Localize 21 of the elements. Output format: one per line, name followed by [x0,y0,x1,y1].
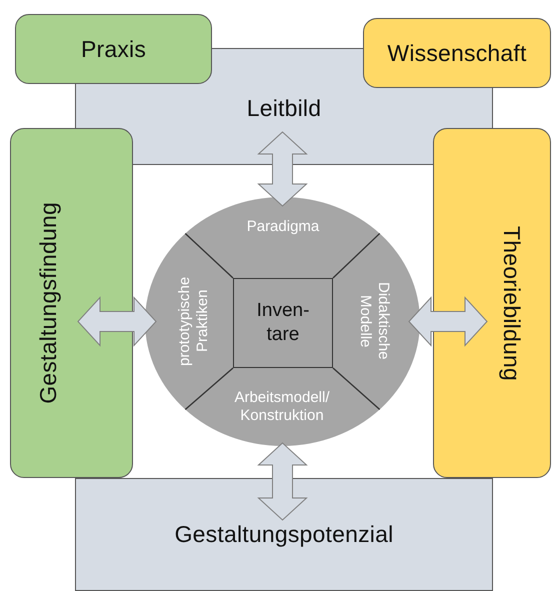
segment-label: Didaktische Modelle [356,281,392,362]
label-box [433,128,551,478]
band-panel [75,478,493,591]
double-arrow [77,296,157,347]
center-label: Inven- tare [256,299,310,347]
segment-label: Paradigma [246,218,320,236]
band-title: Leitbild [246,95,322,123]
label-box [363,18,551,88]
segment-label: prototypische Praktiken [176,275,212,368]
center-square [233,278,333,368]
band-title: Gestaltungspotenzial [174,521,394,549]
box-title: Wissenschaft [387,40,527,66]
double-arrow [257,442,308,521]
vertical-title: Gestaltungsfindung [35,202,62,404]
label-box [10,128,133,478]
segment-label: Arbeitsmodell/ Konstruktion [233,389,331,425]
double-arrow [257,131,308,207]
vertical-title: Theoriebildung [498,226,525,380]
box-title: Praxis [80,36,146,62]
label-box [15,14,212,84]
double-arrow [408,296,488,347]
